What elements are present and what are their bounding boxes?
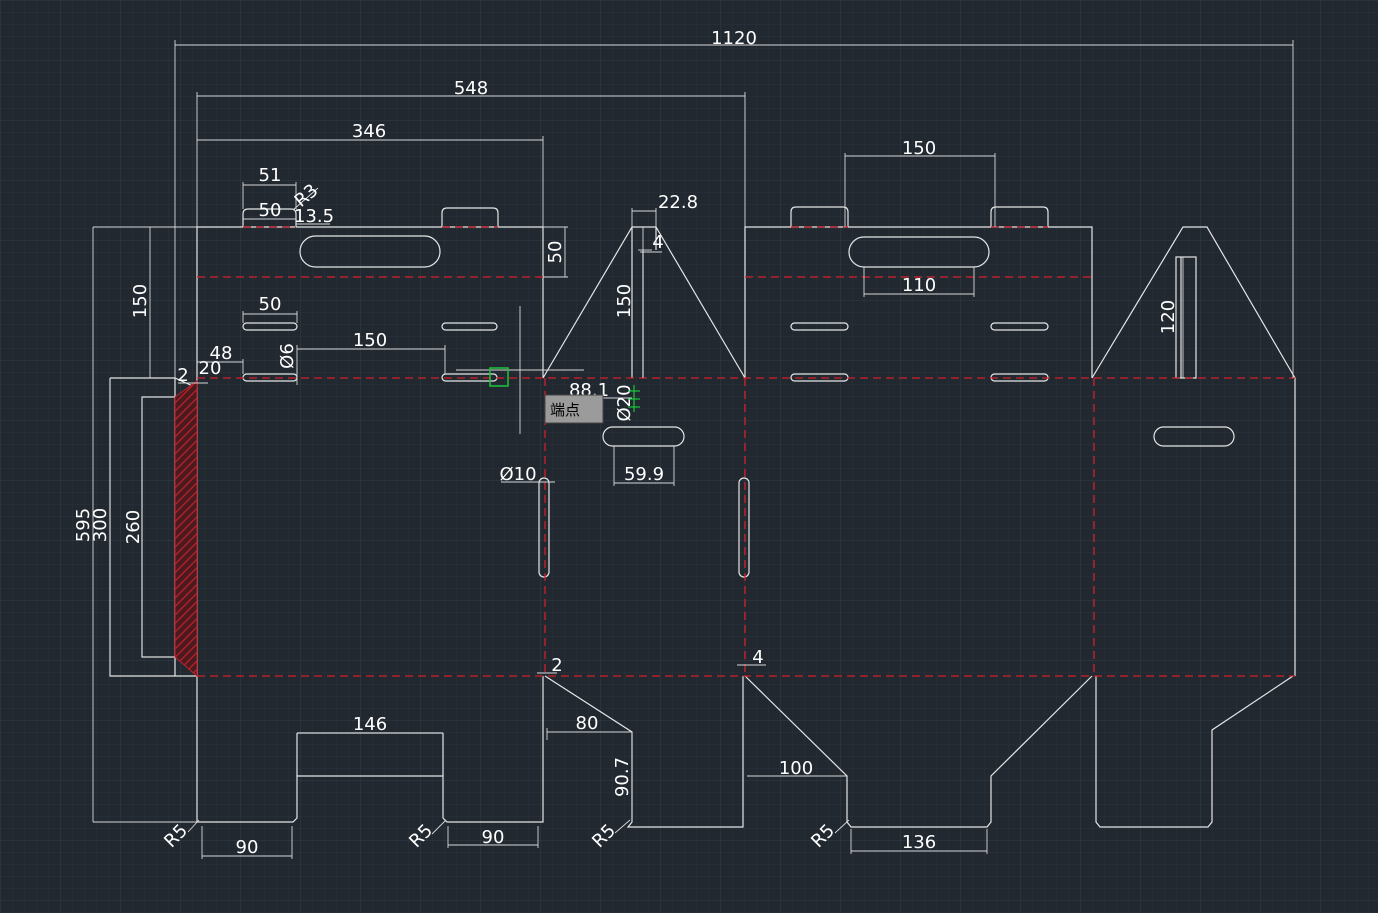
- dim-offset-2-left: 2: [177, 365, 188, 386]
- dim-width-22-8: 22.8: [658, 192, 698, 213]
- dim-offset-4-top: 4: [652, 232, 663, 253]
- dim-offset-4-bottom: 4: [752, 647, 763, 668]
- glue-strip-hatch: [174, 380, 198, 678]
- dim-diameter-6: Ø6: [277, 343, 298, 369]
- dim-offset-20: 20: [199, 358, 222, 379]
- dim-diameter-20: Ø20: [614, 384, 635, 421]
- dim-width-150-slot: 150: [353, 330, 387, 351]
- dim-width-59-9: 59.9: [624, 464, 664, 485]
- dim-width-51: 51: [259, 165, 282, 186]
- dim-height-260: 260: [123, 510, 144, 544]
- dim-offset-48: 48: [210, 343, 233, 364]
- dim-height-90-7: 90.7: [612, 757, 633, 797]
- dimension-lines: [92, 40, 1294, 859]
- grip-marker: [628, 385, 640, 412]
- dim-diameter-10: Ø10: [499, 464, 536, 485]
- snap-tooltip-label: 端点: [550, 401, 580, 419]
- dim-width-90-b: 90: [482, 827, 505, 848]
- dim-width-50-slot: 50: [259, 294, 282, 315]
- fold-lines: [197, 226, 1295, 677]
- dim-height-150-triangle: 150: [614, 284, 635, 318]
- dim-width-346: 346: [352, 121, 386, 142]
- dim-offset-2-bottom: 2: [551, 655, 562, 676]
- snap-indicator: 端点: [489, 367, 640, 424]
- dim-height-150-left: 150: [130, 284, 151, 318]
- dim-overall-width: 1120: [711, 28, 757, 49]
- dim-width-13-5: 13.5: [294, 206, 334, 227]
- dim-width-100: 100: [779, 758, 813, 779]
- dim-height-120: 120: [1158, 300, 1179, 334]
- dim-width-146: 146: [353, 714, 387, 735]
- dim-width-90-a: 90: [236, 837, 259, 858]
- snap-tooltip-box: [544, 394, 604, 424]
- dim-height-595: 595: [73, 508, 94, 542]
- dim-width-110: 110: [902, 275, 936, 296]
- dim-width-80: 80: [576, 713, 599, 734]
- dim-height-300: 300: [90, 508, 111, 542]
- dim-height-50: 50: [545, 241, 566, 264]
- dieline-outline: [109, 206, 1296, 828]
- dim-width-150-handle: 150: [902, 138, 936, 159]
- dim-width-50-top: 50: [259, 200, 282, 221]
- dim-width-548: 548: [454, 78, 488, 99]
- dimension-labels: 1120 548 346 51 R3 50 13.5 50 22.8 4 150…: [73, 28, 1179, 858]
- endpoint-snap-marker: [489, 367, 509, 387]
- dim-width-136: 136: [902, 832, 936, 853]
